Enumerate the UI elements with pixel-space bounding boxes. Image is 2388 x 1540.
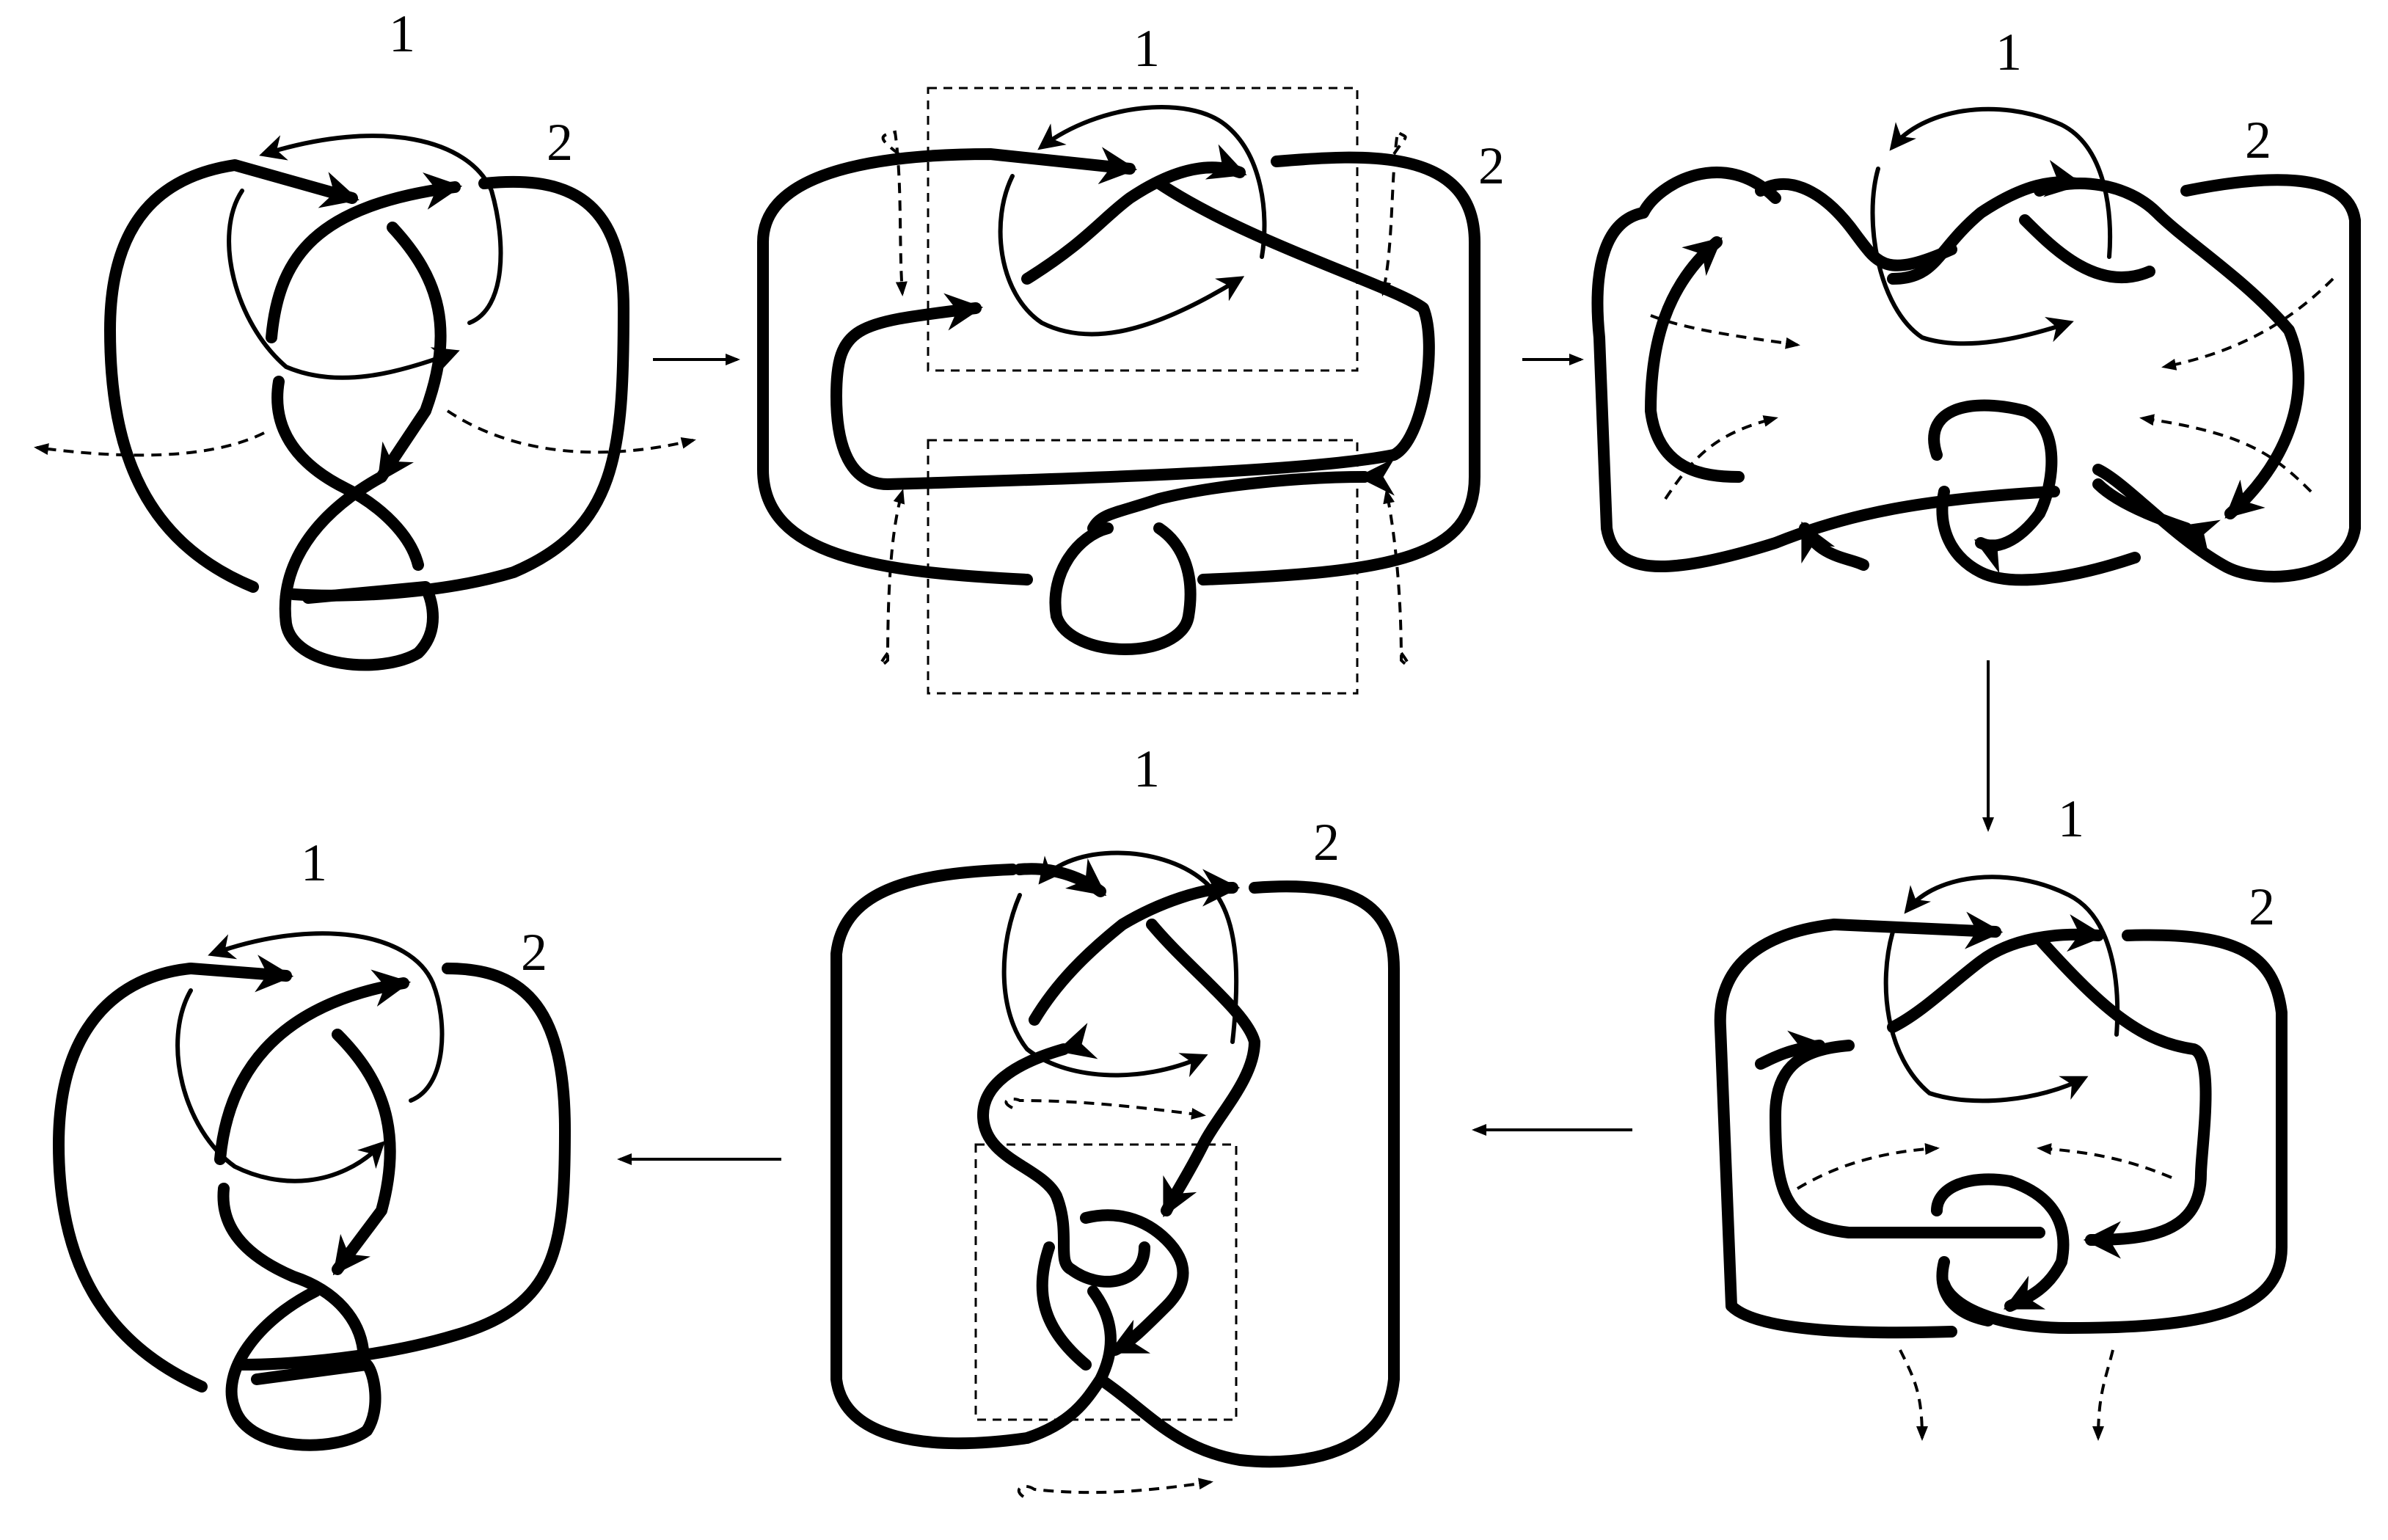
strand-2-outer-right <box>1095 880 1400 1468</box>
strand-label-2: 2 <box>547 113 573 172</box>
strand-2-crossing-down <box>2019 214 2155 284</box>
strand-label-2: 2 <box>1478 136 1505 195</box>
strand-2-band <box>830 178 1435 490</box>
isotopy-arrow-bottom <box>1017 1478 1213 1498</box>
strand-label-1: 1 <box>1133 19 1160 78</box>
strand-2-lower-loop <box>225 1285 381 1451</box>
strand-2-outer-right <box>288 175 629 602</box>
strand-2-lower-loop <box>1049 522 1197 655</box>
strand-2-crossing <box>1887 914 2106 1033</box>
strand-2-lower-loop <box>279 471 439 671</box>
strand-label-2: 2 <box>1313 813 1340 872</box>
strand-label-1: 1 <box>2058 789 2084 848</box>
strand-2-upper-left <box>1755 178 1957 271</box>
isotopy-arrow-right <box>2037 1143 2172 1179</box>
panel-6: 1 2 <box>1714 789 2287 1441</box>
strand-2-left-lobe <box>1591 167 2060 572</box>
strand-1-inner <box>1001 893 1208 1078</box>
isotopy-arrow-down-left <box>1899 1349 1928 1441</box>
isotopy-arrow-down-right <box>2092 1349 2114 1441</box>
strand-2-top-left <box>1014 858 1107 897</box>
region-box <box>974 1143 1238 1421</box>
strand-2-crossing-up <box>1887 160 2084 285</box>
isotopy-arrow-ur <box>1379 129 1407 296</box>
strand-2-clasp <box>1931 1173 2070 1312</box>
strand-2-clasp-left <box>1036 1241 1092 1371</box>
isotopy-arrow-ll <box>1664 415 1778 500</box>
strand-2-inner-arc <box>214 969 412 1165</box>
strand-label-2: 2 <box>2249 877 2275 936</box>
strand-label-1: 1 <box>389 4 415 63</box>
strand-2-left-entry <box>1755 1030 1827 1070</box>
strand-label-2: 2 <box>2245 111 2271 169</box>
strand-2-clasp <box>1080 1209 1189 1356</box>
strand-2-outer-left <box>1714 911 2004 1339</box>
strand-2-middle <box>332 1029 396 1276</box>
strand-1-top-arc <box>1037 105 1267 259</box>
strand-1-top-arc <box>1904 875 2120 1037</box>
isotopy-arrow-left <box>34 431 265 457</box>
strand-1-top-arc <box>259 134 503 325</box>
strand-1-inner <box>1870 167 2074 346</box>
strand-2-left-band <box>1770 1040 2045 1238</box>
strand-2-outer-right <box>1197 151 1480 585</box>
isotopy-arrow-right <box>446 409 696 454</box>
strand-2-clasp-lower <box>1936 486 2141 586</box>
strand-label-1: 1 <box>1996 23 2022 81</box>
strand-1-top-arc <box>208 931 445 1103</box>
isotopy-arrow-ll <box>879 489 905 667</box>
strand-2-cross <box>217 1183 369 1356</box>
strand-2-descending <box>1146 919 1260 1218</box>
strand-1-inner <box>227 189 460 380</box>
strand-label-1: 1 <box>301 833 327 892</box>
strand-1-top-arc <box>1889 106 2113 259</box>
panel-4: 1 2 <box>53 833 571 1451</box>
strand-2-bottom-left <box>1799 521 1869 571</box>
strand-2-outer-left <box>104 159 359 593</box>
isotopy-arrow-left <box>1796 1143 1940 1190</box>
strand-2-crossing-up <box>1029 869 1241 1026</box>
strand-2-clasp-lower <box>1936 1256 1994 1326</box>
region-box-upper <box>927 87 1359 372</box>
strand-2-left-inner <box>1645 236 1745 483</box>
strand-2-outer-right <box>1938 929 2287 1334</box>
panel-3: 1 2 <box>1591 23 2361 586</box>
strand-2-outer-left <box>757 147 1138 585</box>
strand-2-right-arc <box>2034 178 2304 519</box>
panel-5: 1 2 <box>830 740 1400 1498</box>
isotopy-arrow-ur <box>2161 277 2334 371</box>
strand-2-outer-right <box>236 963 571 1371</box>
isotopy-arrow-ul <box>1650 314 1800 349</box>
strand-2-right-return <box>2092 478 2221 556</box>
strand-2-clasp <box>1928 399 2058 574</box>
panel-1: 1 2 <box>34 4 696 671</box>
strand-1-top-arc <box>1038 850 1239 1044</box>
isotopy-arrow-ul <box>881 130 908 296</box>
strand-2-left-wiggle <box>977 1023 1150 1288</box>
strand-label-1: 1 <box>1133 740 1160 798</box>
strand-2-outer-left <box>53 955 294 1393</box>
strand-2-cross <box>271 376 424 571</box>
strand-2-outer-left <box>830 864 1117 1450</box>
strand-2-inner-arc <box>266 172 463 343</box>
isotopy-arrow-lr <box>1383 489 1410 667</box>
strand-2-middle <box>376 222 447 483</box>
isotopy-arrow-top <box>1004 1098 1206 1120</box>
strand-2-crossing <box>1021 144 1247 285</box>
isotopy-arrow-lr <box>2139 414 2312 493</box>
strand-label-2: 2 <box>521 923 547 982</box>
strand-2-right-band <box>2034 933 2212 1259</box>
panel-2: 1 2 <box>757 19 1505 695</box>
strand-1-inner <box>998 174 1245 337</box>
strand-2-lower-band <box>1087 458 1395 534</box>
strand-1-inner <box>175 988 386 1183</box>
strand-1-inner <box>1883 930 2089 1103</box>
